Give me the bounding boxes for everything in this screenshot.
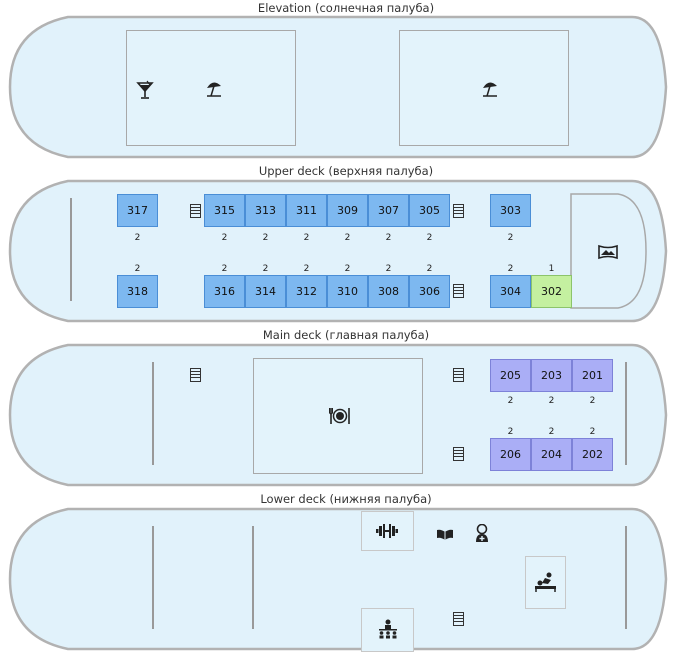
cabin-317[interactable]: 317 [117,194,158,227]
cabin-205[interactable]: 205 [490,359,531,392]
cabin-capacity: 2 [344,233,351,243]
cabin-capacity: 2 [303,233,310,243]
cabin-capacity: 2 [507,264,514,274]
cabin-capacity: 2 [385,264,392,274]
cabin-201[interactable]: 201 [572,359,613,392]
gym-icon [376,524,398,538]
cabin-202[interactable]: 202 [572,438,613,471]
bulkhead-divider [625,526,627,629]
cabin-306[interactable]: 306 [409,275,450,308]
bulkhead-divider [152,526,154,629]
sun-deck-area-aft [126,30,296,146]
beach-umbrella-icon [483,82,497,97]
main-deck-title: Main deck (главная палуба) [262,328,430,342]
cabin-203[interactable]: 203 [531,359,572,392]
beach-umbrella-icon [207,82,221,97]
cabin-304[interactable]: 304 [490,275,531,308]
cabin-capacity: 2 [262,264,269,274]
lower-deck-title: Lower deck (нижняя палуба) [260,492,432,506]
cabin-312[interactable]: 312 [286,275,327,308]
cabin-capacity: 2 [134,233,141,243]
cabin-314[interactable]: 314 [245,275,286,308]
upper-deck-title: Upper deck (верхняя палуба) [258,164,434,178]
cabin-capacity: 2 [385,233,392,243]
cabin-316[interactable]: 316 [204,275,245,308]
cabin-310[interactable]: 310 [327,275,368,308]
cabin-307[interactable]: 307 [368,194,409,227]
medical-icon [476,524,488,542]
gym-area [361,511,414,551]
cabin-capacity: 2 [507,427,514,437]
bulkhead-divider [152,362,154,465]
cabin-capacity: 2 [134,264,141,274]
panorama-lounge-area [570,193,647,309]
cabin-capacity: 2 [426,233,433,243]
cabin-capacity: 2 [589,396,596,406]
cabin-206[interactable]: 206 [490,438,531,471]
restaurant-icon [329,408,350,424]
massage-icon [535,572,556,592]
elevation-deck-title: Elevation (солнечная палуба) [257,1,435,15]
cabin-313[interactable]: 313 [245,194,286,227]
cabin-capacity: 2 [507,396,514,406]
cabin-capacity: 2 [548,396,555,406]
stairs-icon [453,284,464,298]
cabin-capacity: 2 [262,233,269,243]
cocktail-icon [136,80,154,99]
cabin-309[interactable]: 309 [327,194,368,227]
cabin-315[interactable]: 315 [204,194,245,227]
sun-deck-area-fore [399,30,569,146]
bulkhead-divider [70,198,72,301]
cabin-318[interactable]: 318 [117,275,158,308]
massage-area [525,556,566,609]
stairs-icon [453,368,464,382]
elevation-deck-hull [8,15,668,159]
cabin-capacity: 2 [344,264,351,274]
cabin-capacity: 2 [221,233,228,243]
conference-icon [379,619,397,639]
cabin-311[interactable]: 311 [286,194,327,227]
cabin-305[interactable]: 305 [409,194,450,227]
stairs-icon [453,447,464,461]
cabin-capacity: 2 [303,264,310,274]
cabin-capacity: 2 [507,233,514,243]
lower-deck-hull [8,507,668,651]
bulkhead-divider [625,362,627,465]
cabin-308[interactable]: 308 [368,275,409,308]
cabin-capacity: 1 [548,264,555,274]
stairs-icon [453,612,464,626]
cabin-204[interactable]: 204 [531,438,572,471]
panorama-icon [598,244,618,260]
cabin-capacity: 2 [221,264,228,274]
cabin-302[interactable]: 302 [531,275,572,308]
cabin-capacity: 2 [426,264,433,274]
stairs-icon [190,204,201,218]
library-icon [437,529,453,540]
cabin-303[interactable]: 303 [490,194,531,227]
stairs-icon [453,204,464,218]
bulkhead-divider [252,526,254,629]
cabin-capacity: 2 [548,427,555,437]
stairs-icon [190,368,201,382]
cabin-capacity: 2 [589,427,596,437]
